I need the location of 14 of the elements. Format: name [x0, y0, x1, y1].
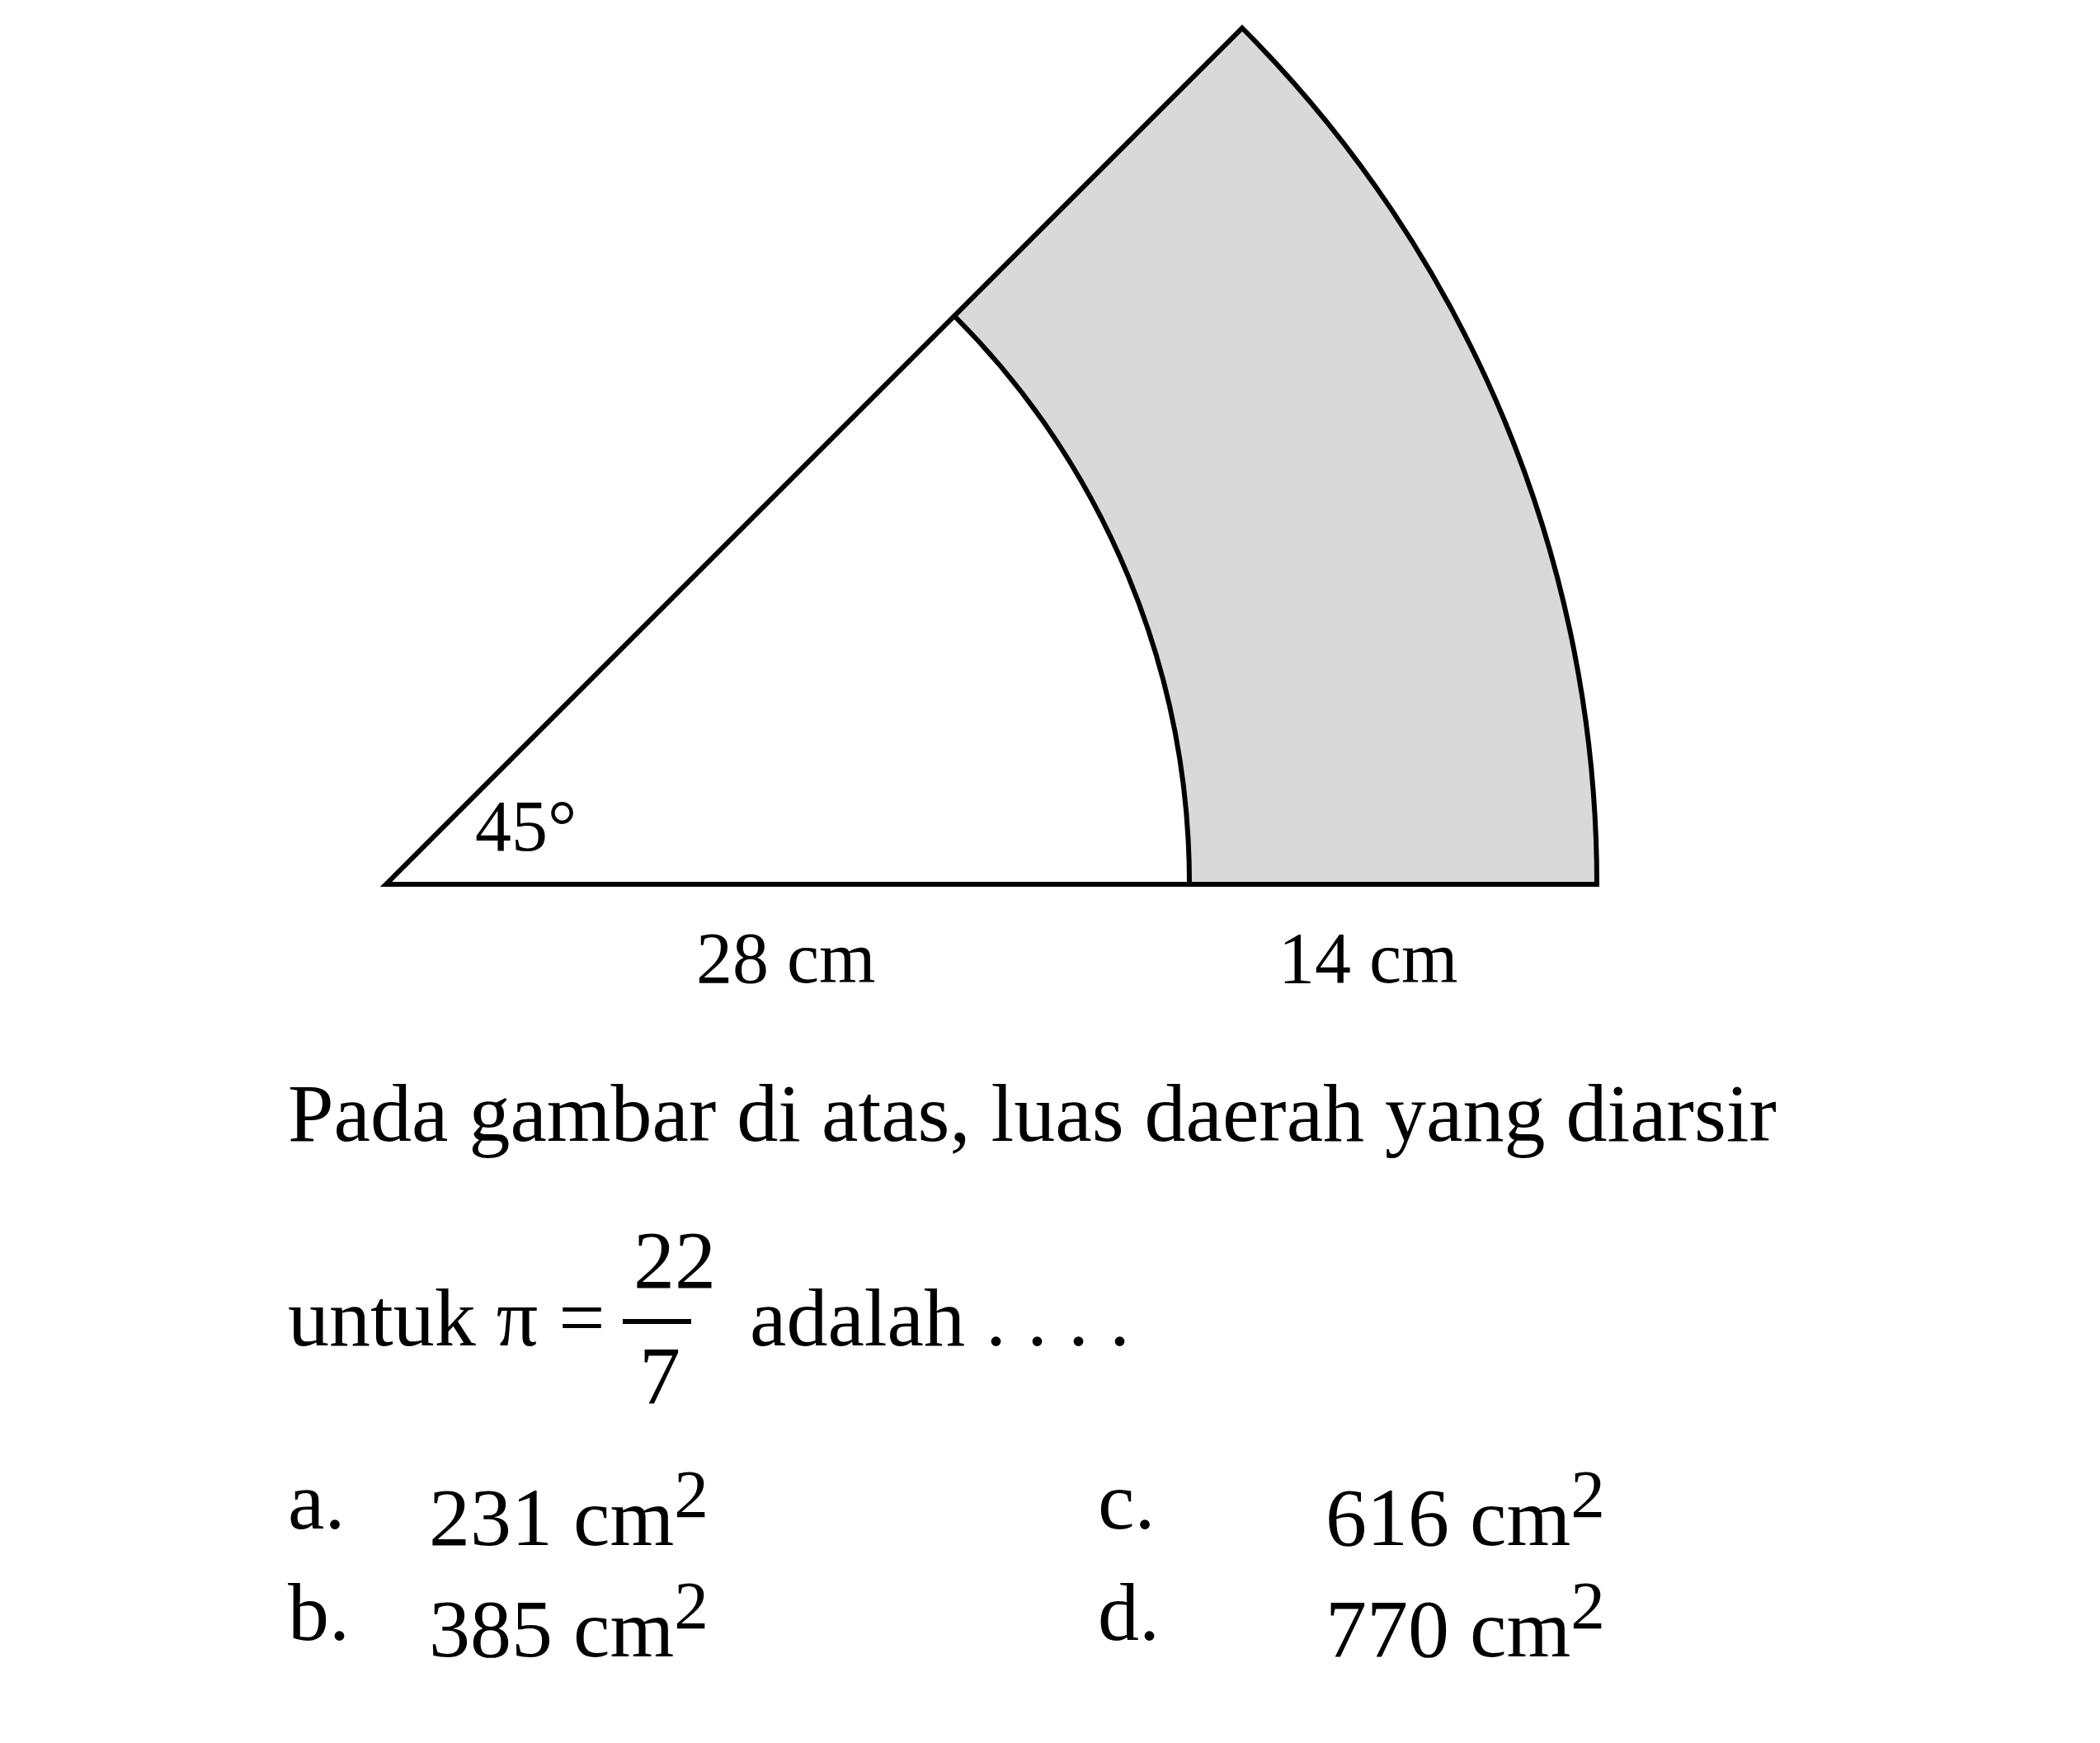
fraction-denominator: 7 — [639, 1335, 680, 1417]
answer-option: 616 cm$^{2}$ — [1325, 1460, 1605, 1560]
option-letter: b. — [288, 1571, 350, 1654]
option-letter: d. — [1098, 1571, 1160, 1654]
option-letter: a. — [288, 1460, 346, 1543]
fraction-numerator: 22 — [633, 1219, 716, 1302]
dimension-label: 14 cm — [1278, 922, 1458, 995]
answer-option: 770 cm$^{2}$ — [1325, 1571, 1605, 1671]
dimension-label: 28 cm — [696, 922, 876, 995]
option-letter: c. — [1098, 1460, 1156, 1543]
question-text: adalah . . . . — [750, 1277, 1130, 1359]
answer-option: 385 cm$^{2}$ — [429, 1571, 709, 1671]
question-text: untuk π = — [288, 1277, 605, 1359]
answer-option: 231 cm$^{2}$ — [429, 1460, 709, 1560]
